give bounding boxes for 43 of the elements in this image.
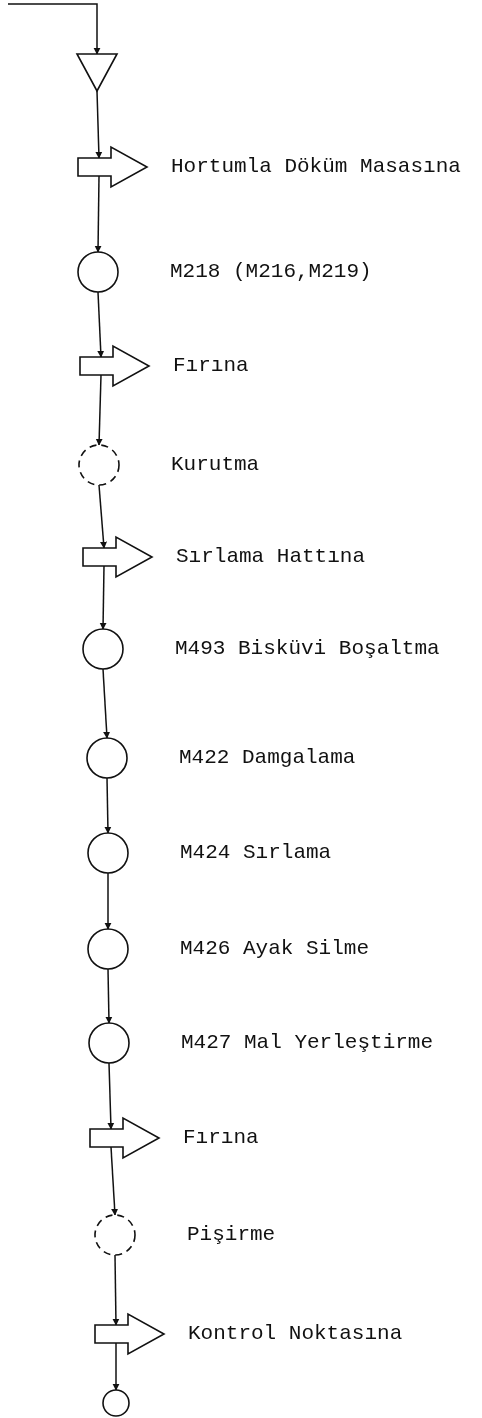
step-label: M427 Mal Yerleştirme: [181, 1031, 434, 1055]
flow-arrow: [105, 968, 113, 1024]
step-label: M218 (M216,M219): [170, 260, 372, 284]
step-label: Hortumla Döküm Masasına: [171, 155, 461, 179]
operation-circle: [85, 736, 129, 780]
transport-symbol: [79, 345, 151, 387]
operation-circle: [86, 927, 130, 971]
step-label: M426 Ayak Silme: [180, 937, 370, 961]
delay-circle: [77, 443, 121, 487]
step-label: Sırlama Hattına: [176, 545, 366, 569]
storage-triangle: [76, 53, 118, 93]
flow-arrow: [97, 291, 105, 358]
transport-symbol: [94, 1313, 166, 1355]
flow-arrow: [104, 872, 112, 930]
transport-symbol: [77, 146, 149, 188]
step-label: M424 Sırlama: [180, 841, 332, 865]
flow-arrow: [104, 777, 112, 834]
flow-arrow: [98, 484, 107, 549]
delay-circle: [93, 1213, 137, 1257]
step-label: M493 Bisküvi Boşaltma: [175, 637, 440, 661]
flow-arrow: [94, 175, 102, 253]
flow-arrow: [102, 668, 111, 739]
flow-arrow: [95, 90, 103, 159]
operation-circle: [87, 1021, 131, 1065]
operation-circle: [81, 627, 125, 671]
step-label: Pişirme: [187, 1223, 276, 1247]
flow-arrow: [95, 374, 103, 446]
flow-arrow: [7, 3, 101, 55]
flow-arrow: [99, 565, 107, 630]
flow-arrow: [110, 1146, 119, 1216]
flow-arrow: [112, 1254, 120, 1326]
step-label: Fırına: [173, 354, 249, 378]
operation-circle: [76, 250, 120, 294]
step-label: M422 Damgalama: [179, 746, 356, 770]
step-label: Kontrol Noktasına: [188, 1322, 403, 1346]
flow-arrow: [107, 1062, 115, 1130]
step-label: Fırına: [183, 1126, 259, 1150]
transport-symbol: [89, 1117, 161, 1159]
operation-circle: [86, 831, 130, 875]
step-label: Kurutma: [171, 453, 260, 477]
flow-arrow: [112, 1342, 120, 1391]
operation-circle: [101, 1388, 131, 1418]
transport-symbol: [82, 536, 154, 578]
